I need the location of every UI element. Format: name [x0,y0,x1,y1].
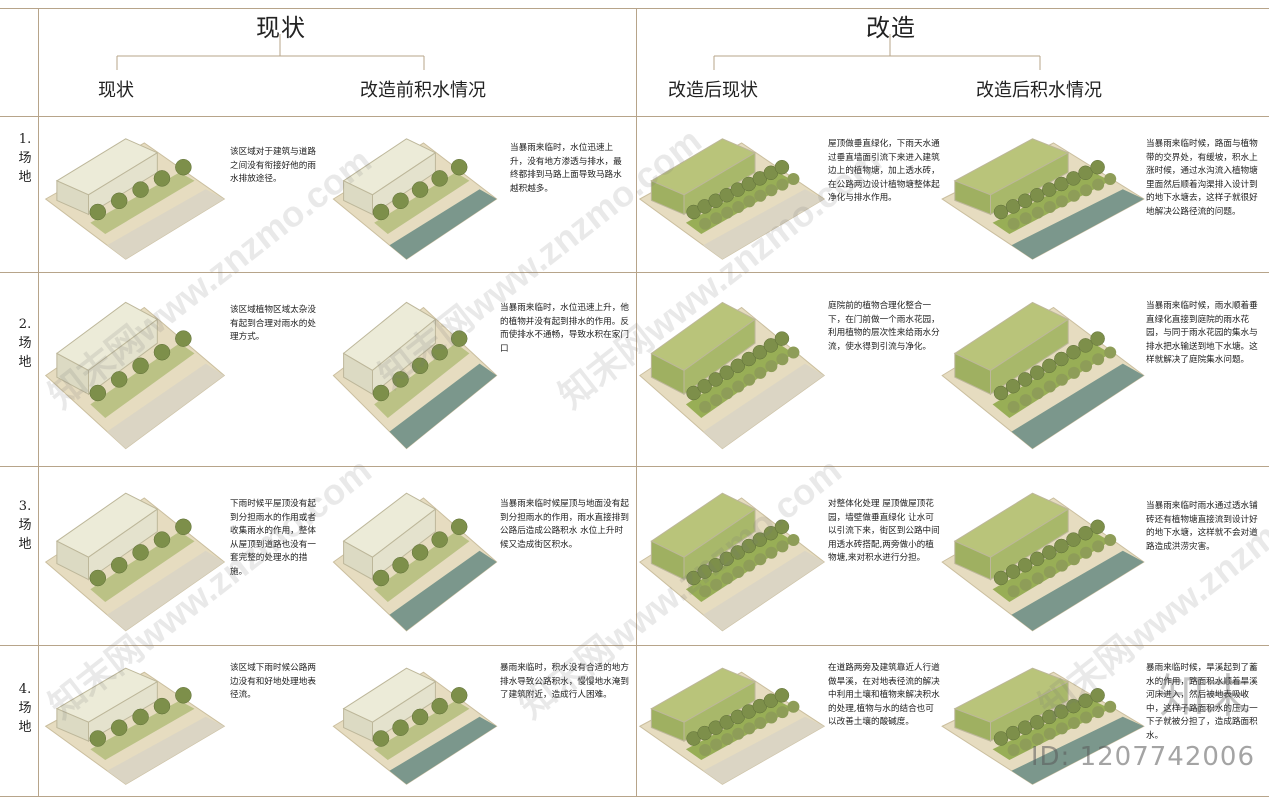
row1-desc-after: 屋顶做垂直绿化，下雨天水通过垂直墙面引流下来进入建筑边上的植物塘，加上透水砖，在… [828,139,940,204]
group-divider [636,8,637,796]
brand-logo: 知末 [1159,669,1251,723]
row3-desc-existing: 下雨时候平屋顶没有起到分担雨水的作用或者收集雨水的作用，整体从屋顶到道路也没有一… [230,499,316,577]
row3-desc-after-water: 当暴雨来临时雨水通过透水铺砖还有植物塘直接流到设计好的地下水塘，这样就不会对道路… [1146,501,1258,552]
row-divider-2 [0,466,1269,467]
row4-desc-after: 在道路两旁及建筑靠近人行道做旱溪，在对地表径流的解决中利用土壤和植物来解决积水的… [828,663,940,728]
label-column-divider [38,8,39,796]
column-title-1: 现状 [98,80,134,101]
row-divider-1 [0,272,1269,273]
image-id: ID: 1207742006 [1030,742,1255,772]
row-label-2: 2. 场 地 [18,317,32,370]
scene-row2-col1 [44,301,226,450]
row4-desc-before: 暴雨来临时，积水没有合适的地方排水导致公路积水，慢慢地水淹到了建筑附近，造成行人… [500,663,629,701]
column-title-4: 改造后积水情况 [976,80,1102,101]
column-title-2: 改造前积水情况 [360,80,486,101]
bottom-border [0,796,1269,797]
scene-row4-col2 [332,667,498,785]
row-divider-3 [0,645,1269,646]
row2-desc-after-water: 当暴雨来临时候，雨水顺着垂直绿化直接到庭院的雨水花园，与同于雨水花园的集水与排水… [1146,301,1258,366]
scene-row1-col4 [941,138,1145,260]
row3-desc-before: 当暴雨来临时候屋顶与地面没有起到分担雨水的作用，雨水直接排到公路后造成公路积水 … [500,499,629,550]
row-label-1: 1. 场 地 [18,132,32,185]
scene-row2-col4 [941,301,1145,450]
row-label-4: 4. 场 地 [18,682,32,735]
scene-row1-col1 [44,138,226,260]
header-divider [0,116,1269,117]
scene-row1-col2 [332,138,498,260]
row1-desc-before: 当暴雨来临时，水位迅速上升，没有地方渗透与排水，最终都排到马路上面导致马路水越积… [510,143,622,194]
scene-row3-col1 [44,492,226,632]
header-tree-left [116,34,1041,70]
scene-row1-col3 [638,138,826,260]
scene-row4-col3 [638,667,826,785]
scene-row3-col2 [332,492,498,632]
scene-row3-col4 [941,492,1145,632]
top-border [0,8,1269,9]
column-title-3: 改造后现状 [668,80,758,101]
group-title-existing: 现状 [256,14,306,42]
scene-row4-col4 [941,667,1145,785]
scene-row2-col3 [639,301,825,450]
row2-desc-after: 庭院前的植物合理化整合一下，在门前做一个雨水花园，利用植物的层次性来给雨水分流，… [828,301,940,352]
row4-desc-existing: 该区域下雨时候公路两边没有和好地处理地表径流。 [230,663,316,701]
scene-row4-col1 [44,667,226,785]
scene-row2-col2 [332,301,498,450]
row2-desc-existing: 该区域植物区域太杂没有起到合理对雨水的处理方式。 [230,305,316,343]
row4-desc-after-water: 暴雨来临时候，旱溪起到了蓄水的作用，路面积水顺着旱溪河床进入，然后被地表吸收中，… [1146,663,1258,741]
row2-desc-before: 当暴雨来临时，水位迅速上升，他的植物并没有起到排水的作用。反而使排水不通畅，导致… [500,303,629,354]
row1-desc-after-water: 当暴雨来临时候，路面与植物带的交界处，有缓坡，积水上涨时候，通过水沟流入植物塘里… [1146,139,1258,217]
row1-desc-existing: 该区域对于建筑与道路之间没有衔接好他的雨水排放途径。 [230,147,316,185]
scene-row3-col3 [638,492,826,632]
row-label-3: 3. 场 地 [18,499,32,552]
group-title-renovation: 改造 [866,14,916,42]
row3-desc-after: 对整体化处理 屋顶做屋顶花园，墙壁做垂直绿化 让水可以引流下来，街区到公路中间用… [828,499,940,564]
